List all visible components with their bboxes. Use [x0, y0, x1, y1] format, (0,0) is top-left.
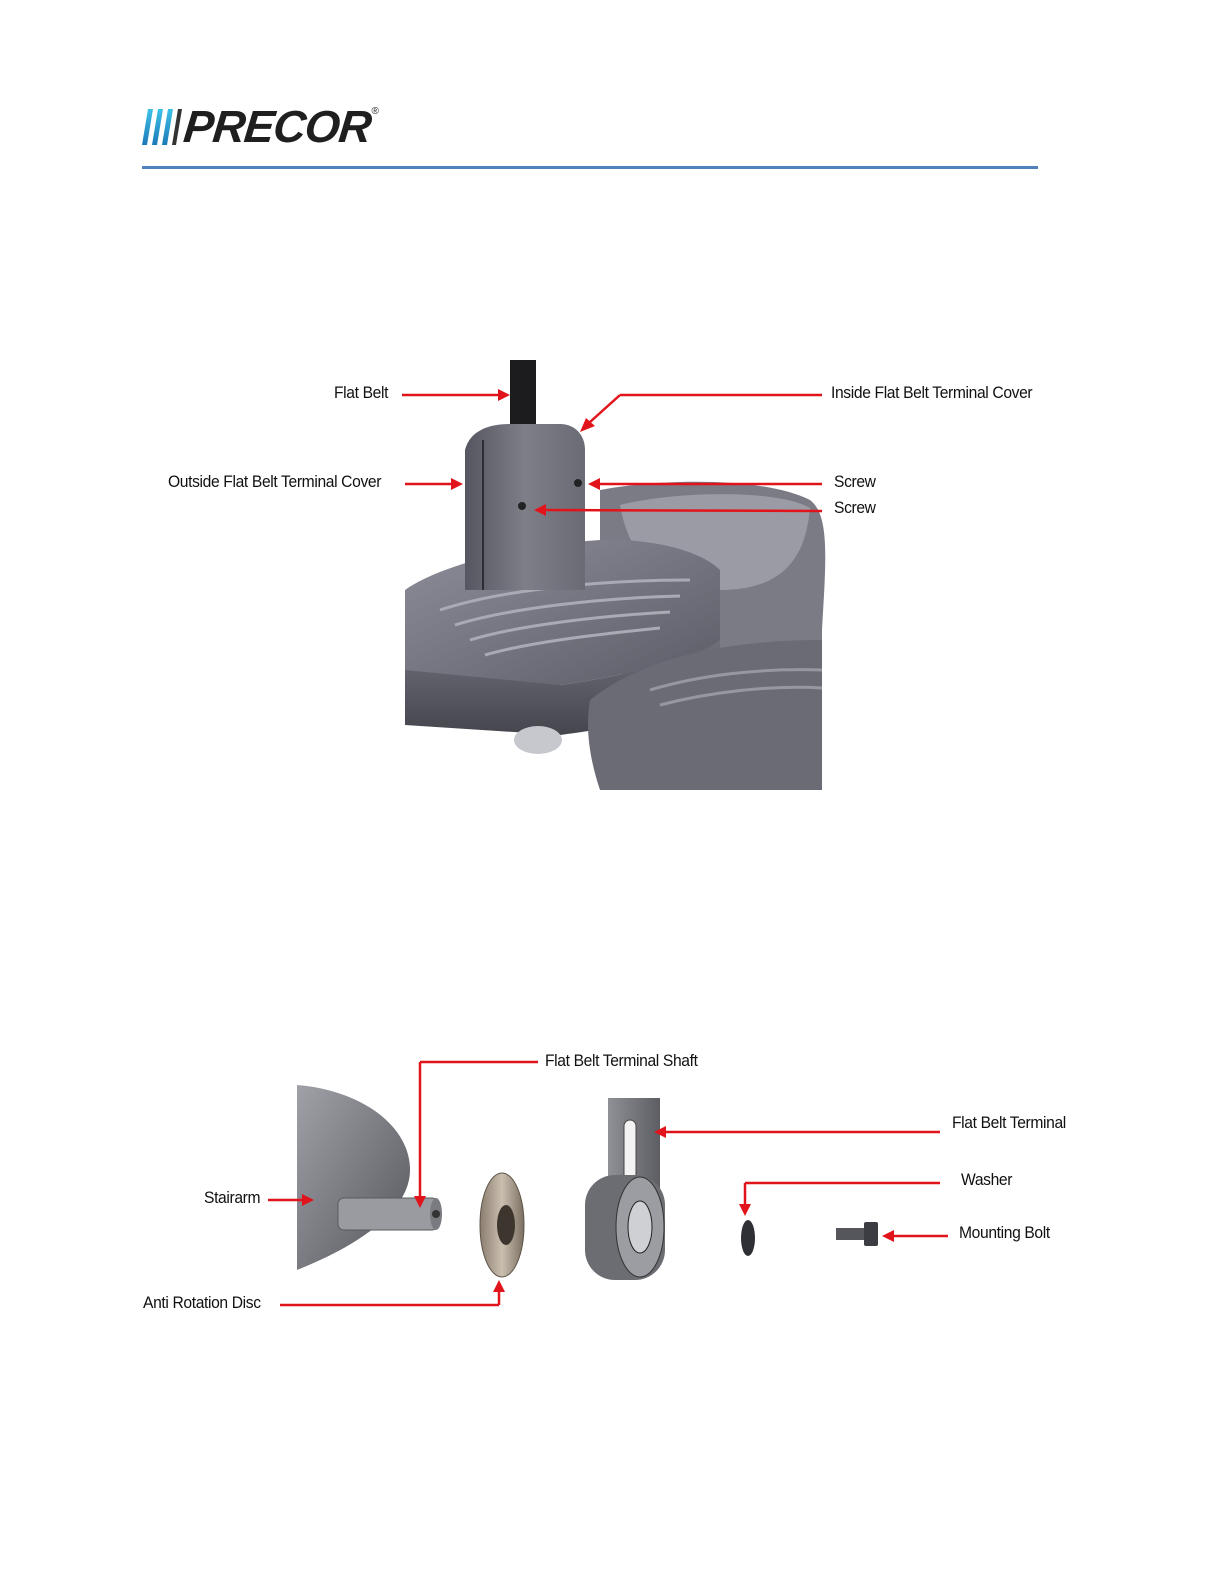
callout-flat-belt-terminal: Flat Belt Terminal — [952, 1113, 1066, 1133]
callout-mounting-bolt: Mounting Bolt — [959, 1223, 1050, 1243]
callout-washer: Washer — [961, 1170, 1012, 1190]
logo-stripes-icon — [140, 107, 182, 147]
flat-belt — [510, 360, 536, 430]
precor-logo: PRECOR ® — [140, 100, 379, 154]
callout-screw-lower: Screw — [834, 498, 876, 518]
callout-flat-belt: Flat Belt — [334, 383, 388, 403]
callout-terminal-shaft: Flat Belt Terminal Shaft — [545, 1051, 698, 1071]
pedal-roller — [514, 726, 562, 754]
washer — [741, 1220, 755, 1256]
figure-terminal-exploded-view: Flat Belt Terminal Shaft Flat Belt Termi… — [0, 1040, 1224, 1340]
callout-outside-cover: Outside Flat Belt Terminal Cover — [168, 472, 381, 492]
registered-mark: ® — [372, 106, 379, 117]
callout-stairarm: Stairarm — [204, 1188, 260, 1208]
header-rule — [142, 166, 1038, 169]
screw-hole-lower — [518, 502, 526, 510]
mounting-bolt — [836, 1228, 866, 1240]
stairarm — [297, 1085, 410, 1270]
callout-inside-cover: Inside Flat Belt Terminal Cover — [831, 383, 1032, 403]
terminal-shaft — [338, 1198, 438, 1230]
callout-anti-rotation-disc: Anti Rotation Disc — [143, 1293, 261, 1313]
figure-pedal-terminal-covers: Flat Belt Inside Flat Belt Terminal Cove… — [0, 340, 1224, 810]
pedal-illustration — [0, 340, 1224, 810]
page-header: PRECOR ® — [140, 100, 1040, 180]
screw-hole-upper — [574, 479, 582, 487]
logo-wordmark: PRECOR — [181, 101, 373, 153]
callout-screw-upper: Screw — [834, 472, 876, 492]
